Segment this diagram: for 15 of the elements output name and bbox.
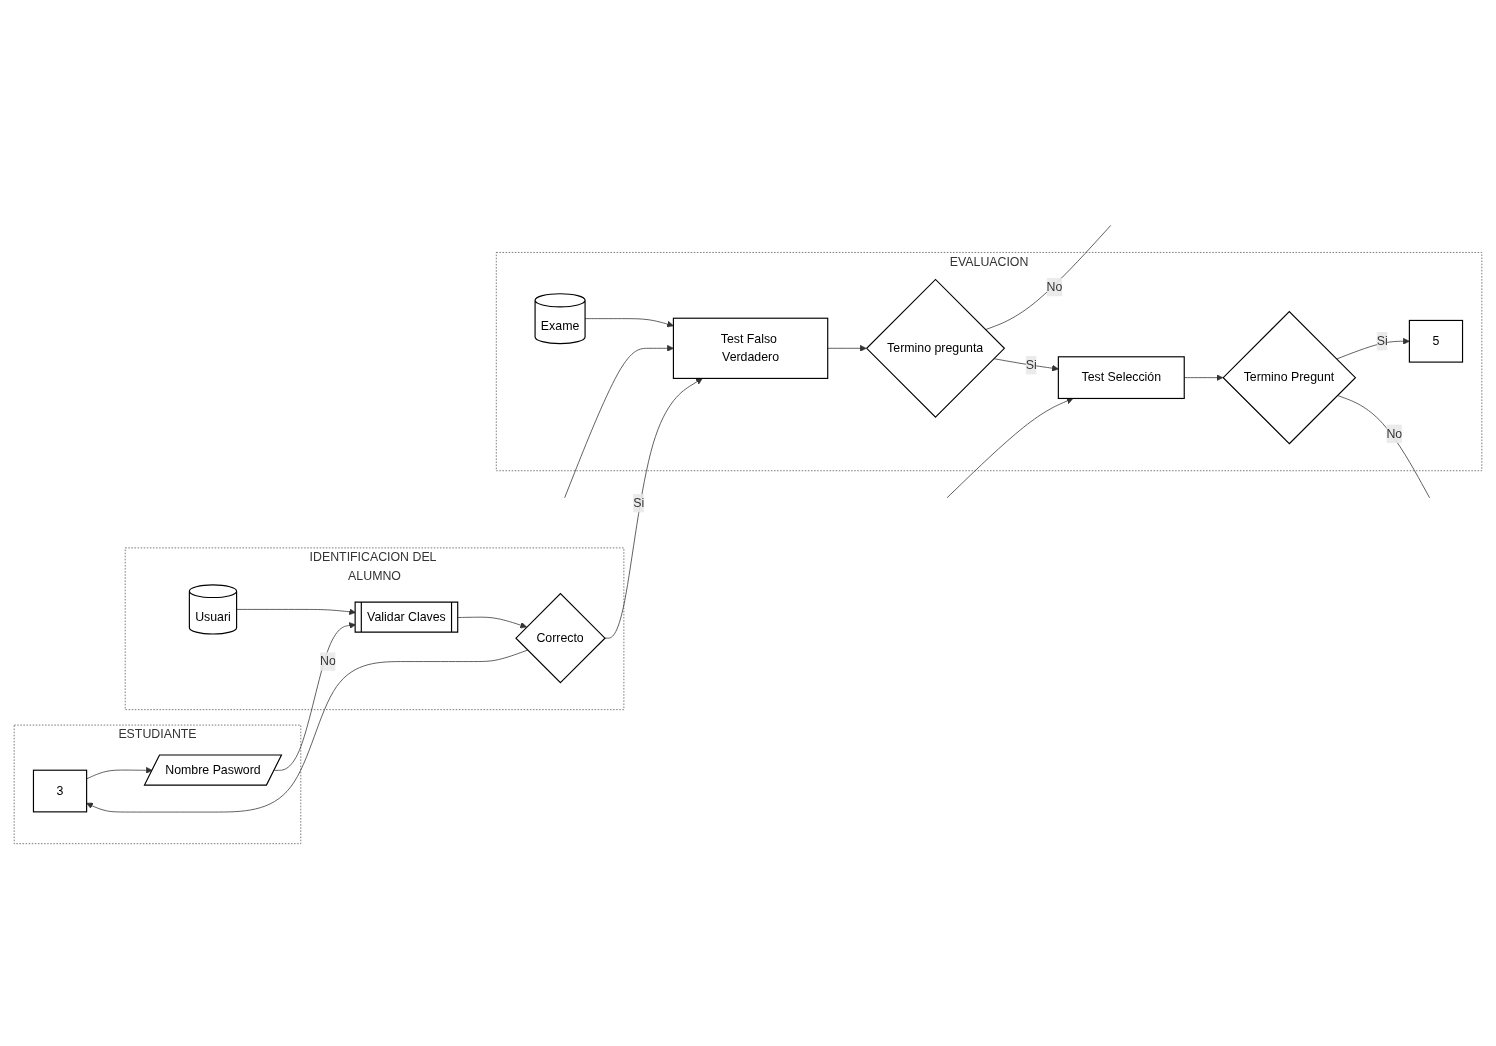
edge-label: Si [633, 496, 645, 510]
edge-label: No [320, 654, 336, 668]
edge-label: No [1046, 280, 1063, 294]
node-box: Test Falso Verdadero [672, 317, 829, 379]
edge-label: Si [1376, 334, 1388, 348]
node-diamond: Correcto [515, 592, 606, 684]
edge-label: Si [1025, 358, 1037, 372]
connector [985, 225, 1112, 331]
node-diamond: Termino Pregunt [1222, 310, 1357, 445]
node-box: 5 [1408, 319, 1464, 363]
node-diamond: Termino pregunta [865, 278, 1006, 418]
connector [1336, 395, 1430, 499]
node-box: Test Selección [1057, 356, 1185, 400]
node-box: 3 [32, 769, 88, 813]
edge-label: No [1386, 426, 1403, 441]
